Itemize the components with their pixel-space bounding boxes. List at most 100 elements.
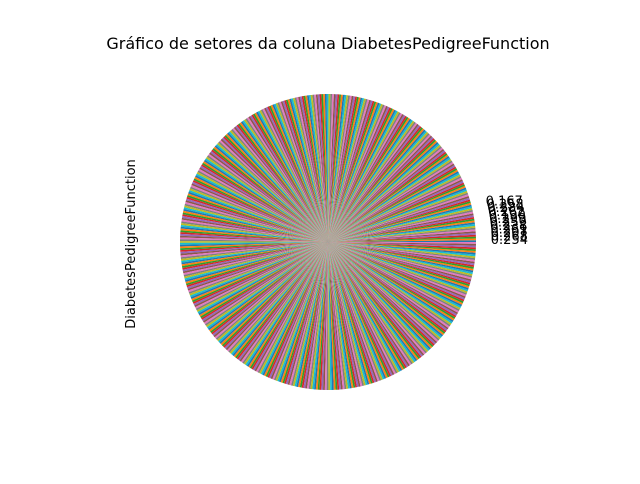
pie-slice [328,190,468,242]
pie-slice [254,242,328,372]
pie-slice-label: 0.284 [487,201,524,216]
pie-slice [184,242,328,281]
pie-slice [328,242,465,302]
pie-slice [245,242,328,366]
pie-slice [328,144,441,242]
pie-slice [257,242,328,374]
pie-slice [328,242,361,387]
pie-slice [328,176,462,242]
pie-slice [248,116,328,242]
pie-slice [198,168,328,242]
pie-slice [184,203,328,242]
pie-slice [328,98,366,243]
pie-slice [268,105,328,242]
pie-slice [328,229,476,242]
pie-slice [328,242,392,377]
pie-slice [328,242,434,348]
pie-slice [272,242,328,380]
pie-slice [328,242,433,349]
pie-slice [194,176,328,242]
pie-slice [328,242,365,386]
pie-slice [328,242,378,382]
pie-slice [328,177,463,242]
pie-slice [219,242,328,344]
pie-slice [328,95,354,242]
pie-slice [328,102,380,242]
pie-slice [264,107,328,242]
pie-slice [212,148,328,242]
pie-slice [296,97,328,242]
pie-slice [328,242,476,255]
pie-slice [285,242,328,385]
pie-slice [182,242,328,272]
pie-slice [180,242,328,260]
pie-slice [228,242,328,353]
pie-slice [209,242,328,332]
pie-slice [208,242,328,331]
pie-slice [267,242,328,378]
pie-slice [186,196,328,242]
pie-slice [265,107,328,242]
pie-slice [246,242,328,367]
pie-slice [328,242,475,266]
pie-slice [303,242,328,389]
pie-slice-label: 0.254 [491,233,528,248]
pie-slice [328,106,390,242]
pie-slice [328,216,475,242]
y-axis-label: DiabetesPedigreeFunction [124,159,139,329]
pie-slice [291,242,328,386]
pie-slice [328,168,458,242]
pie-slice [328,242,423,357]
pie-slice [232,242,328,357]
pie-slice [328,242,455,321]
pie-slice [328,163,455,242]
pie-slice [328,242,476,246]
pie-slice [328,143,440,242]
pie-slice [328,103,382,242]
pie-slice [328,156,450,242]
pie-slice [328,116,409,242]
pie-slice [328,122,418,242]
pie-slice [292,97,328,242]
pie-slice [323,94,328,242]
pie-slice-label: 0.268 [491,230,528,245]
pie-slice [328,94,345,243]
pie-slice [182,214,328,242]
pie-slice [280,242,328,383]
pie-slice [194,242,328,308]
pie-slice [328,110,398,243]
pie-slice [328,242,340,390]
pie-slice [328,242,471,285]
pie-slice [195,175,328,242]
pie-slice [328,148,445,242]
pie-slice [328,242,352,389]
pie-slice [328,242,448,331]
pie-slice [294,242,328,387]
pie-slice [181,216,328,242]
pie-slice [328,95,352,242]
pie-slice [284,242,328,384]
pie-slice [328,133,430,242]
pie-slice [328,242,342,390]
pie-slice [262,242,328,376]
pie-slice [264,242,328,377]
pie-slice [284,100,328,243]
pie-slice [328,115,407,242]
pie-slice [188,242,328,294]
pie-slice [235,242,328,359]
pie-slice [214,145,328,242]
pie-slice [328,242,377,383]
pie-slice [328,242,474,273]
pie-slice [220,242,328,346]
pie-slice [180,242,328,254]
pie-slice [328,107,392,243]
pie-slice-label: 0.258 [486,198,523,213]
pie-slice [328,227,476,242]
pie-slice [242,120,328,242]
pie-slice [185,242,328,282]
pie-slice [328,242,385,380]
pie-slice [262,108,328,243]
pie-slice [328,240,477,242]
pie-slice [249,242,328,369]
